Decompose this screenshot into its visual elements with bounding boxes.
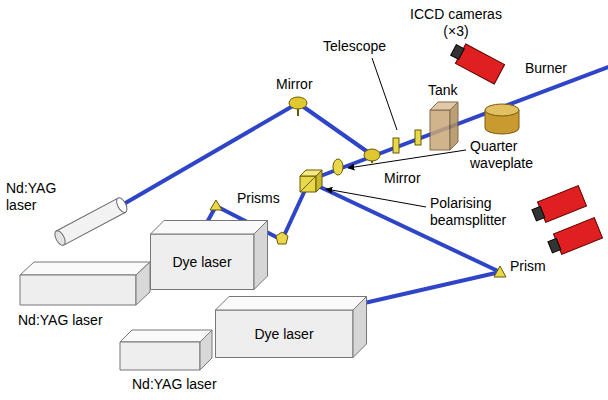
part-label: Prism: [510, 258, 546, 275]
iccd-camera: [448, 40, 504, 84]
box-face-shape: [216, 310, 354, 358]
telescope-lens: [393, 138, 399, 153]
part-label: Burner: [525, 60, 567, 77]
waveplate-symbol: [333, 159, 343, 175]
part-label: Quarter waveplate: [470, 138, 544, 172]
laser-end: [115, 196, 130, 214]
box-label: Dye laser: [254, 326, 313, 343]
slab-face: [120, 342, 200, 370]
cube-diagonal: [300, 176, 316, 192]
nd-yag-slab: [20, 262, 150, 305]
slab-face: [200, 330, 212, 370]
leader-line: [372, 58, 397, 130]
laser-beam: [122, 103, 298, 205]
iccd-camera: [530, 186, 586, 226]
tank-symbol: [430, 102, 458, 150]
laser-beam: [282, 188, 306, 240]
box-face-shape: [353, 297, 367, 358]
laser-end: [53, 229, 68, 247]
box-face: Dye laser: [215, 310, 353, 358]
part-label: Mirror: [384, 170, 421, 187]
camera-lens: [451, 45, 465, 60]
part-label: Nd:YAG laser: [6, 180, 62, 214]
laser-beam: [310, 67, 608, 180]
beamsplitter-cube: [300, 170, 322, 192]
laser-body: [56, 198, 125, 245]
slab-face: [20, 262, 150, 275]
part-label: Nd:YAG laser: [132, 376, 217, 393]
camera-lens: [532, 206, 545, 220]
box-face-shape: [216, 297, 367, 311]
camera-lens: [548, 238, 561, 252]
tank-face: [450, 102, 458, 150]
burner-top: [485, 104, 519, 116]
slab-face: [20, 275, 136, 305]
dye-laser-box: Dye laser: [215, 296, 367, 358]
part-label: Mirror: [276, 76, 313, 93]
part-label: Polarising beamsplitter: [430, 195, 522, 229]
box-label: Dye laser: [172, 254, 231, 271]
box-face-shape: [151, 221, 268, 235]
part-label: Telescope: [323, 38, 386, 55]
mirror-symbol: [364, 149, 380, 161]
dye-laser-box: Dye laser: [150, 220, 268, 290]
telescope-lens: [415, 130, 421, 145]
laser-beam: [360, 272, 500, 304]
tank-face: [430, 110, 450, 150]
box-face-shape: [151, 234, 255, 290]
part-label: Prisms: [237, 190, 280, 207]
burner-symbol: [485, 104, 519, 134]
slab-face: [120, 330, 212, 342]
laser-beam: [298, 103, 372, 155]
cube-face: [316, 170, 322, 192]
iccd-camera: [546, 218, 602, 258]
prism-symbol: [210, 200, 222, 210]
part-label: Nd:YAG laser: [18, 312, 103, 329]
box-face: Dye laser: [150, 234, 254, 290]
nd-yag-slab: [120, 330, 212, 370]
pentaprism-symbol: [276, 232, 288, 244]
mirror-symbol: [289, 97, 307, 109]
part-label: Tank: [428, 82, 458, 99]
nd-yag-cylinder: [53, 196, 129, 247]
leader-arrow: [348, 150, 466, 168]
part-label: ICCD cameras (×3): [410, 6, 502, 40]
slab-face: [136, 262, 150, 305]
laser-beams: [122, 67, 608, 304]
prism-symbol: [494, 266, 506, 277]
box-face-shape: [254, 221, 268, 290]
leader-arrow: [326, 189, 426, 207]
cube-face: [300, 176, 316, 192]
